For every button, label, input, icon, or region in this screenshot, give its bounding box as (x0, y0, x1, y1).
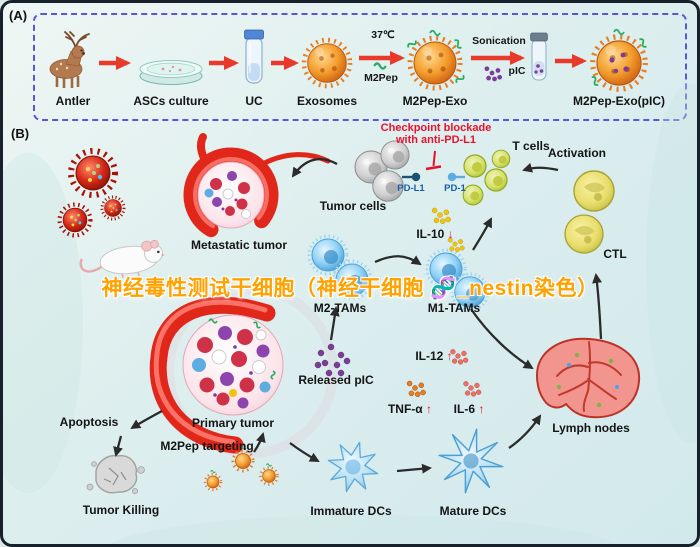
panel-b-tag: (B) (11, 126, 30, 141)
m2-tams-label: M2-TAMs (313, 301, 367, 315)
tumor-cells-label: Tumor cells (319, 199, 387, 213)
mouse-icon (79, 239, 164, 278)
sonication-tube-icon (530, 32, 548, 81)
immature-dc-icon (321, 435, 385, 499)
ascs-culture-label: ASCs culture (133, 94, 209, 108)
mature-dc-icon (432, 422, 510, 500)
il12-dots-icon (450, 348, 469, 365)
tnf-text: TNF-α (387, 402, 423, 416)
m1-tams-label: M1-TAMs (427, 301, 481, 315)
uc-tube-icon (244, 29, 264, 84)
checkpoint-blockade-icon (425, 150, 442, 171)
il12-text: IL-12 (415, 349, 444, 363)
m2pep-exo-icon (405, 29, 466, 88)
lymph-nodes-icon (535, 337, 641, 419)
deer-icon (49, 31, 90, 88)
pd-1-label: PD-1 (444, 183, 466, 194)
il10-text: IL-10 (416, 227, 445, 241)
immature-dcs-label: Immature DCs (310, 504, 392, 518)
panel-a-box (33, 13, 687, 121)
t-cells-label: T cells (512, 139, 550, 153)
ctl-label: CTL (603, 247, 627, 261)
il12-up-arrow: ↑ (446, 349, 453, 363)
watermark: 神经毒性测试干细胞（神经干细胞 🧬_nestin染色） (101, 277, 599, 300)
pd-l1-pd-1-icons (402, 172, 465, 182)
exosome-icon (304, 40, 350, 86)
sonication-label: Sonication (472, 35, 526, 47)
m2pep-exo-label: M2Pep-Exo (402, 94, 468, 108)
pd-l1-label: PD-L1 (397, 183, 425, 194)
primary-tumor-label: Primary tumor (191, 416, 275, 430)
activation-label: Activation (547, 146, 607, 160)
il6-dots-icon (463, 380, 482, 397)
dead-cell-icon (86, 454, 145, 494)
antler-label: Antler (55, 94, 91, 108)
uc-label: UC (245, 94, 263, 108)
il6-text: IL-6 (453, 402, 475, 416)
metastatic-tumor-icon (183, 133, 331, 238)
panel-b-icons (60, 133, 641, 500)
tnf-up-arrow: ↑ (426, 402, 433, 416)
virus-particle-icon (100, 195, 126, 221)
stamp-ring (164, 284, 338, 458)
checkpoint-label-line2: with anti-PD-L1 (395, 134, 477, 146)
petri-dish-icon (139, 60, 203, 85)
panel-a-tag: (A) (9, 8, 28, 23)
lymph-nodes-label: Lymph nodes (552, 421, 630, 435)
ctl-cells-icon (564, 170, 615, 254)
pic-label: pIC (508, 65, 526, 77)
t-cells-icon (462, 149, 511, 206)
m2pep-targeting-label: M2Pep targeting (160, 439, 254, 453)
tnf-label: TNF-α ↑ (387, 402, 433, 416)
apoptosis-label: Apoptosis (59, 415, 119, 429)
pic-dots-icon (484, 66, 503, 82)
tumor-killing-label: Tumor Killing (82, 503, 160, 517)
released-pic-dots-icon (314, 343, 351, 377)
mature-dcs-label: Mature DCs (439, 504, 507, 518)
panel-a-icons (49, 28, 650, 90)
figure-canvas (3, 28, 697, 544)
checkpoint-label-line1: Checkpoint blockade (380, 122, 492, 134)
metastatic-tumor-label: Metastatic tumor (190, 238, 288, 252)
exosomes-label: Exosomes (296, 94, 358, 108)
m2pep-peptide-icon (373, 62, 387, 70)
primary-tumor-icon (149, 296, 284, 454)
il10-label: IL-10 ↓ (416, 227, 454, 241)
virus-particle-icon (71, 151, 115, 195)
m2pep-exo-pic-icon (589, 28, 650, 90)
il12-label: IL-12 ↑ (415, 349, 453, 363)
m2pep-annotation-label: M2Pep (364, 72, 398, 84)
il10-down-arrow: ↓ (447, 227, 454, 241)
released-pic-label: Released pIC (298, 373, 374, 387)
background-patches (3, 83, 697, 544)
m2pep-exo-pic-label: M2Pep-Exo(pIC) (572, 94, 666, 108)
cytokine-dots-icon (431, 207, 452, 225)
temp-label: 37℃ (371, 29, 395, 41)
il6-label: IL-6 ↑ (453, 402, 485, 416)
flow-arrow-icons (113, 158, 603, 474)
tnf-dots-icon (406, 380, 427, 398)
il6-up-arrow: ↑ (478, 402, 485, 416)
process-arrow-icons (99, 51, 587, 70)
